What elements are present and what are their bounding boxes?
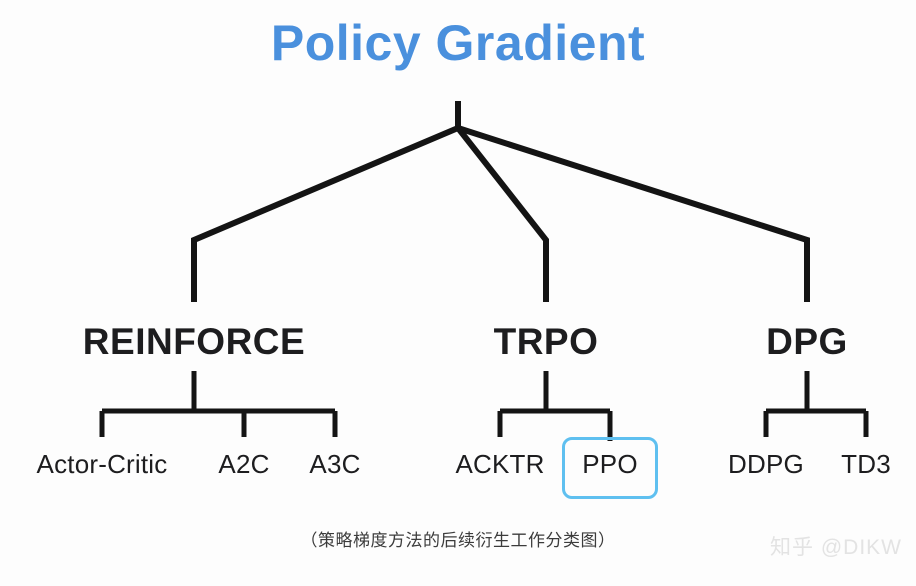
- node-acktr[interactable]: ACKTR: [455, 449, 545, 479]
- figure-caption: （策略梯度方法的后续衍生工作分类图）: [300, 531, 616, 550]
- edge-root-to-trpo: [455, 126, 549, 302]
- ppo-highlight-box[interactable]: [562, 437, 658, 499]
- node-dpg[interactable]: DPG: [766, 321, 848, 362]
- node-ppo[interactable]: PPO: [582, 449, 638, 479]
- node-a2c[interactable]: A2C: [218, 449, 270, 479]
- edge-root-to-reinforce: [191, 125, 460, 302]
- node-td3[interactable]: TD3: [841, 449, 891, 479]
- page-title: Policy Gradient: [270, 15, 646, 71]
- node-reinforce[interactable]: REINFORCE: [82, 321, 306, 362]
- edge-root-to-dpg: [457, 125, 810, 302]
- node-ddpg[interactable]: DDPG: [728, 449, 804, 479]
- node-trpo[interactable]: TRPO: [493, 321, 599, 362]
- node-actor-critic[interactable]: Actor-Critic: [36, 449, 168, 479]
- watermark: 知乎 @DIKW: [770, 536, 902, 559]
- node-a3c[interactable]: A3C: [309, 449, 361, 479]
